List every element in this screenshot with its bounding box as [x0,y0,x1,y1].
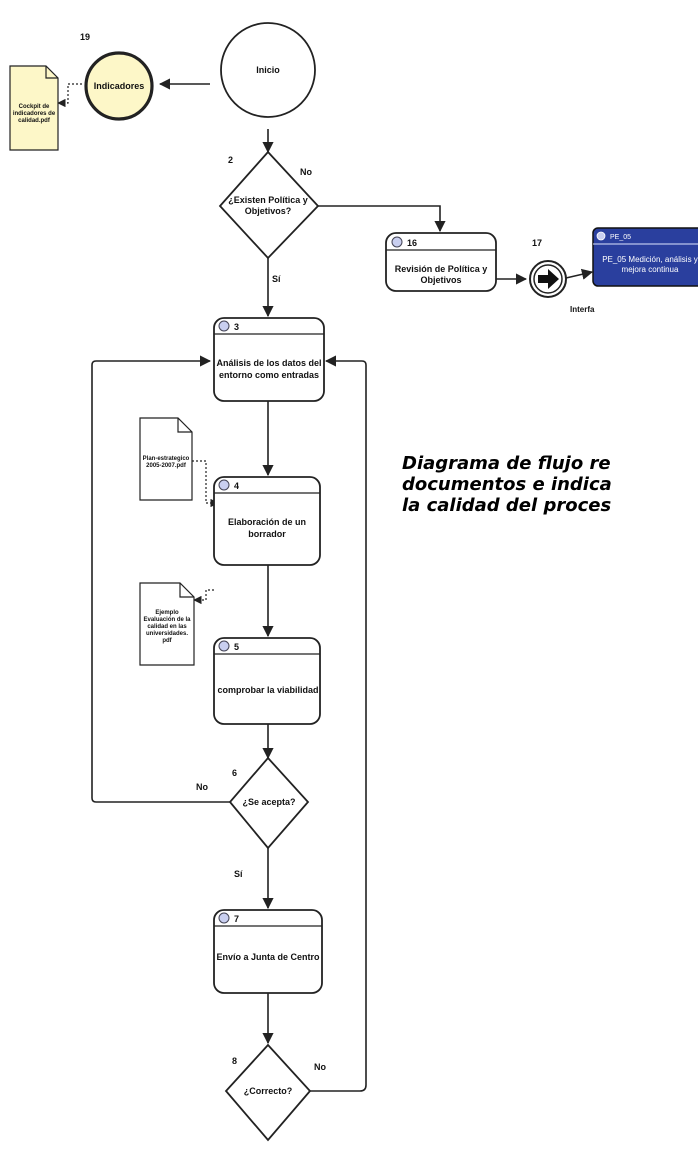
task-viabilidad-number: 5 [234,642,239,652]
task-analisis-line-2: entorno como entradas [219,370,319,380]
task-analisis[interactable]: 3 Análisis de los datos del entorno como… [213,317,325,402]
task-revision-number: 16 [407,238,417,248]
document-ejemplo-line-4: universidades. [146,631,188,637]
caption-line-1: Diagrama de flujo re [402,453,611,474]
edges [57,78,594,1092]
decision-acepta[interactable]: 6 ¿Se acepta? [228,756,310,850]
task-borrador-box [213,476,321,566]
interface-event-label: Interfa [570,305,595,314]
task-viabilidad[interactable]: 5 comprobar la viabilidad [213,637,321,725]
edge-acepta-no-loop [91,355,230,803]
decision-correcto-label: ¿Correcto? [244,1086,293,1096]
edge-label-no-acepta: No [196,782,208,792]
indicator-number: 19 [80,32,90,42]
decision-diamond [218,150,320,260]
subprocess-pe05-code: PE_05 [610,234,631,241]
task-envio-number: 7 [234,914,239,924]
document-ejemplo-line-5: pdf [162,638,172,644]
task-revision[interactable]: 16 Revisión de Política y Objetivos [385,232,497,292]
decision-politica-line-2: Objetivos? [245,206,292,216]
task-analisis-number: 3 [234,322,239,332]
task-borrador-line-1: Elaboración de un [228,517,306,527]
edge-decision-revision [318,205,446,233]
caption-line-2: documentos e indica [402,474,612,495]
interface-event[interactable]: 17 Interfa [529,238,595,314]
indicator-node[interactable]: 19 Indicadores [80,32,154,121]
edge-doc-plan-borrador [188,460,219,508]
decision-politica[interactable]: 2 ¿Existen Política y Objetivos? [218,150,320,260]
document-cockpit-line-1: Cockpit de [19,104,50,110]
gear-icon [596,231,606,241]
task-revision-line-2: Objetivos [420,275,461,285]
task-envio-label: Envío a Junta de Centro [216,952,320,962]
edge-indicadores-doc [57,83,82,108]
decision-politica-line-1: ¿Existen Política y [228,195,308,205]
task-borrador-line-2: borrador [248,529,286,539]
task-icon [218,912,230,924]
subprocess-pe05-line-2: mejora continua [622,265,679,274]
document-icon [9,65,59,151]
task-revision-box [385,232,497,292]
task-icon [218,640,230,652]
task-borrador-number: 4 [234,481,239,491]
task-analisis-box [213,317,325,402]
diagram-caption: Diagrama de flujo re documentos e indica… [402,453,698,516]
task-icon [391,236,403,248]
document-icon [139,582,195,666]
task-viabilidad-label: comprobar la viabilidad [217,685,318,695]
decision-acepta-number: 6 [232,768,237,778]
document-plan[interactable]: Plan-estrategico 2005-2007.pdf [139,417,193,501]
decision-diamond [224,1043,312,1142]
decision-diamond [228,756,310,850]
document-cockpit[interactable]: Cockpit de indicadores de calidad.pdf [9,65,59,151]
decision-correcto[interactable]: 8 ¿Correcto? [224,1043,312,1142]
document-ejemplo[interactable]: Ejemplo Evaluación de la calidad en las … [139,582,195,666]
task-borrador[interactable]: 4 Elaboración de un borrador [213,476,321,566]
task-analisis-line-1: Análisis de los datos del [216,358,321,368]
document-cockpit-line-3: calidad.pdf [18,118,51,124]
task-envio[interactable]: 7 Envío a Junta de Centro [213,909,323,994]
start-node[interactable]: Inicio [220,22,316,118]
edge-label-no-correcto: No [314,1062,326,1072]
start-label: Inicio [256,65,280,75]
caption-line-3: la calidad del proces [402,495,612,516]
document-icon [139,417,193,501]
task-icon [218,320,230,332]
document-plan-line-2: 2005-2007.pdf [146,463,187,469]
edge-label-si-acepta: Sí [234,869,243,879]
arrow-right-icon [538,269,559,289]
task-revision-line-1: Revisión de Política y [395,264,488,274]
decision-correcto-number: 8 [232,1056,237,1066]
indicator-circle [84,51,154,121]
task-envio-box [213,909,323,994]
interface-event-number: 17 [532,238,542,248]
subprocess-pe05-box [592,227,698,287]
subprocess-pe05[interactable]: PE_05 PE_05 Medición, análisis y mejora … [592,227,698,287]
subprocess-pe05-line-1: PE_05 Medición, análisis y [602,255,698,264]
document-plan-line-1: Plan-estrategico [143,456,190,462]
document-ejemplo-line-3: calidad en las [147,624,187,630]
task-viabilidad-box [213,637,321,725]
task-icon [218,479,230,491]
document-cockpit-line-2: indicadores de [13,111,56,117]
edge-viabilidad-doc [193,589,214,605]
edge-label-si-politica: Sí [272,274,281,284]
decision-politica-number: 2 [228,155,233,165]
document-ejemplo-line-2: Evaluación de la [143,617,191,623]
indicator-label: Indicadores [94,81,145,91]
document-ejemplo-line-1: Ejemplo [155,610,179,616]
edge-label-no-politica: No [300,167,312,177]
edge-event-pe05 [565,268,594,280]
edge-correcto-no-loop [310,355,367,1092]
start-circle [220,22,316,118]
decision-acepta-label: ¿Se acepta? [242,797,295,807]
